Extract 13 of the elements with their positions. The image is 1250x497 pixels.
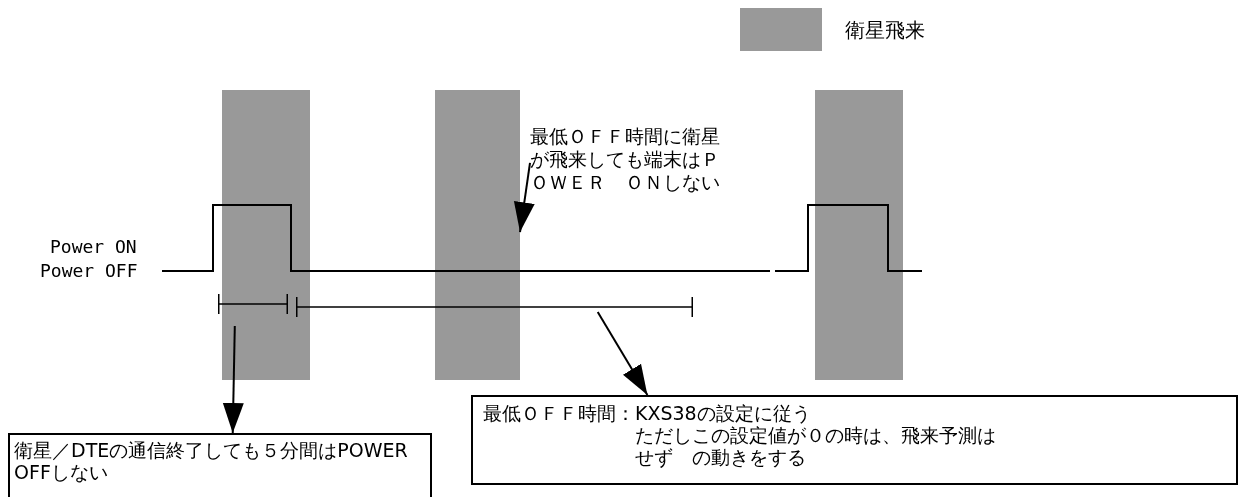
note-text: 最低ＯＦＦ時間に衛星が飛来しても端末はＰＯＷＥＲ ＯＮしない — [530, 125, 730, 194]
callout-box: 最低ＯＦＦ時間：KXS38の設定に従う ただしこの設定値が０の時は、飛来予測はせず の動きをする — [471, 395, 1238, 485]
satellite-band — [815, 90, 903, 380]
legend-label: 衛星飛来 — [845, 17, 925, 44]
arrow — [222, 325, 244, 434]
dimension-bracket — [296, 297, 693, 317]
level-label: Power OFF — [40, 260, 138, 281]
level-label: Power ON — [50, 236, 137, 257]
callout-box: 衛星／DTEの通信終了しても５分間はPOWER OFFしない — [8, 433, 432, 497]
arrow — [513, 161, 535, 234]
dimension-bracket — [218, 294, 288, 314]
arrow — [596, 311, 649, 396]
satellite-band — [435, 90, 520, 380]
